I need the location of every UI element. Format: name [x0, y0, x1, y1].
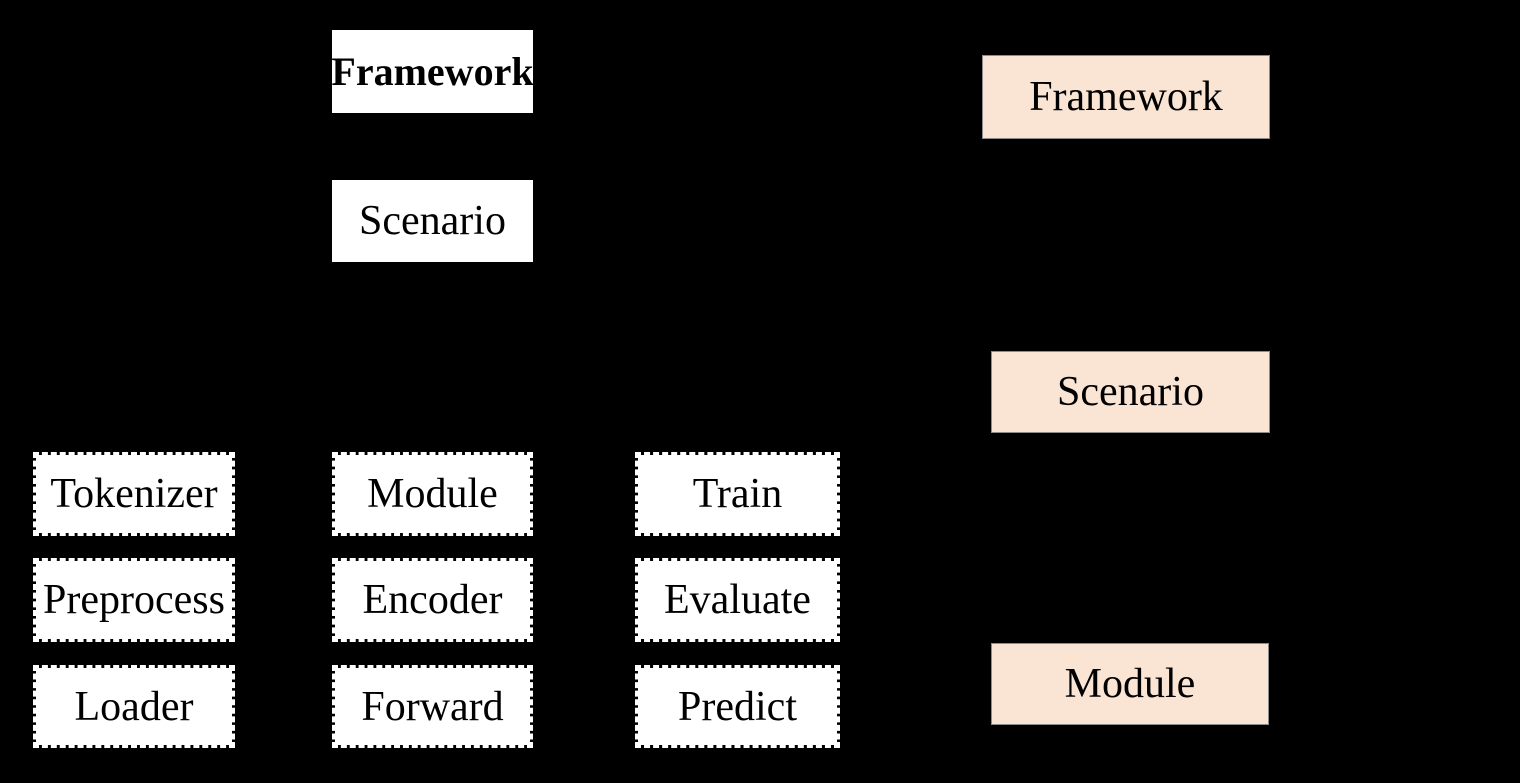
grid-box-loader-label: Loader [74, 683, 194, 730]
grid-box-encoder-label: Encoder [362, 577, 503, 623]
left-framework-label: Framework [331, 48, 534, 94]
grid-box-predict: Predict [635, 665, 840, 748]
left-scenario-box: Scenario [332, 180, 533, 262]
grid-box-train: Train [635, 452, 840, 536]
right-module-box: Module [991, 643, 1269, 725]
grid-box-tokenizer: Tokenizer [33, 452, 235, 536]
right-module-label: Module [1064, 661, 1196, 707]
grid-box-tokenizer-label: Tokenizer [50, 471, 218, 517]
grid-box-evaluate-label: Evaluate [664, 577, 811, 623]
left-framework-box: Framework [331, 30, 534, 113]
right-framework-label: Framework [1029, 74, 1223, 120]
grid-box-preprocess: Preprocess [33, 558, 235, 642]
grid-box-train-label: Train [692, 471, 783, 517]
grid-box-preprocess-label: Preprocess [43, 577, 225, 623]
grid-box-module: Module [332, 452, 533, 536]
grid-box-loader: Loader [33, 665, 235, 748]
right-framework-box: Framework [982, 55, 1270, 139]
grid-box-predict-label: Predict [678, 683, 797, 730]
grid-box-forward: Forward [332, 665, 533, 748]
grid-box-encoder: Encoder [332, 558, 533, 642]
grid-box-forward-label: Forward [361, 683, 504, 730]
grid-box-evaluate: Evaluate [635, 558, 840, 642]
right-scenario-box: Scenario [991, 351, 1270, 433]
left-scenario-label: Scenario [359, 198, 506, 244]
right-scenario-label: Scenario [1057, 369, 1204, 415]
grid-box-module-label: Module [367, 471, 498, 517]
